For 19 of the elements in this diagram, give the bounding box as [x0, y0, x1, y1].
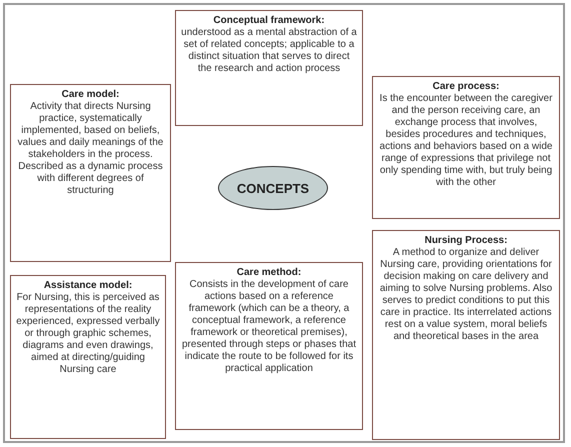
definition-box [372, 230, 560, 440]
definition-box [175, 10, 363, 126]
center-title: CONCEPTS [236, 180, 310, 196]
definition-box [10, 84, 171, 262]
box-heading: Care process: [432, 81, 500, 93]
definition-text: Activity that directs Nursing practice, systematically implemented, based on beliefs, values and daily meanings of the stakeholders in the process. Described as a dynamic process with different degrees of structuring [16, 101, 164, 197]
definition-text: For Nursing, this is perceived as representations of the reality experienced, expressed verbally or through graphic schemes, diagrams and even drawings, aimed at directing/guiding Nursing care [16, 292, 160, 376]
box-heading: Care model: [60, 89, 120, 101]
box-heading: Assistance model: [42, 280, 134, 292]
definition-text: A method to organize and deliver Nursing care, providing orientations for decision making on care delivery and aiming to solve Nursing problems. Also serves to predict conditions to put this care in practice. Its interrelated actions rest on a value system, moral beliefs and theoretical bases in the area [378, 247, 554, 343]
box-heading: Care method: [236, 267, 302, 279]
definition-box [10, 275, 166, 439]
box-heading: Conceptual framework: [212, 15, 326, 27]
definition-text: understood as a mental abstraction of a set of related concepts; applicable to a distinct situation that serves to direct the research and action process [181, 27, 357, 75]
definition-text: Consists in the development of care actions based on a reference framework (which can be a theory, a conceptual framework, a reference framework or theoretical premises), presented through steps or phases that indicate the route to be followed for its practical application [181, 279, 357, 375]
box-heading: Nursing Process: [424, 235, 508, 247]
definition-text: Is the encounter between the caregiver and the person receiving care, an exchange process that involves, besides procedures and techniques, actions and behaviors based on a wide range of expressions that privilege not only spending time with, but truly being with the other [378, 93, 554, 189]
definition-box [175, 262, 363, 430]
definition-box [372, 76, 560, 219]
